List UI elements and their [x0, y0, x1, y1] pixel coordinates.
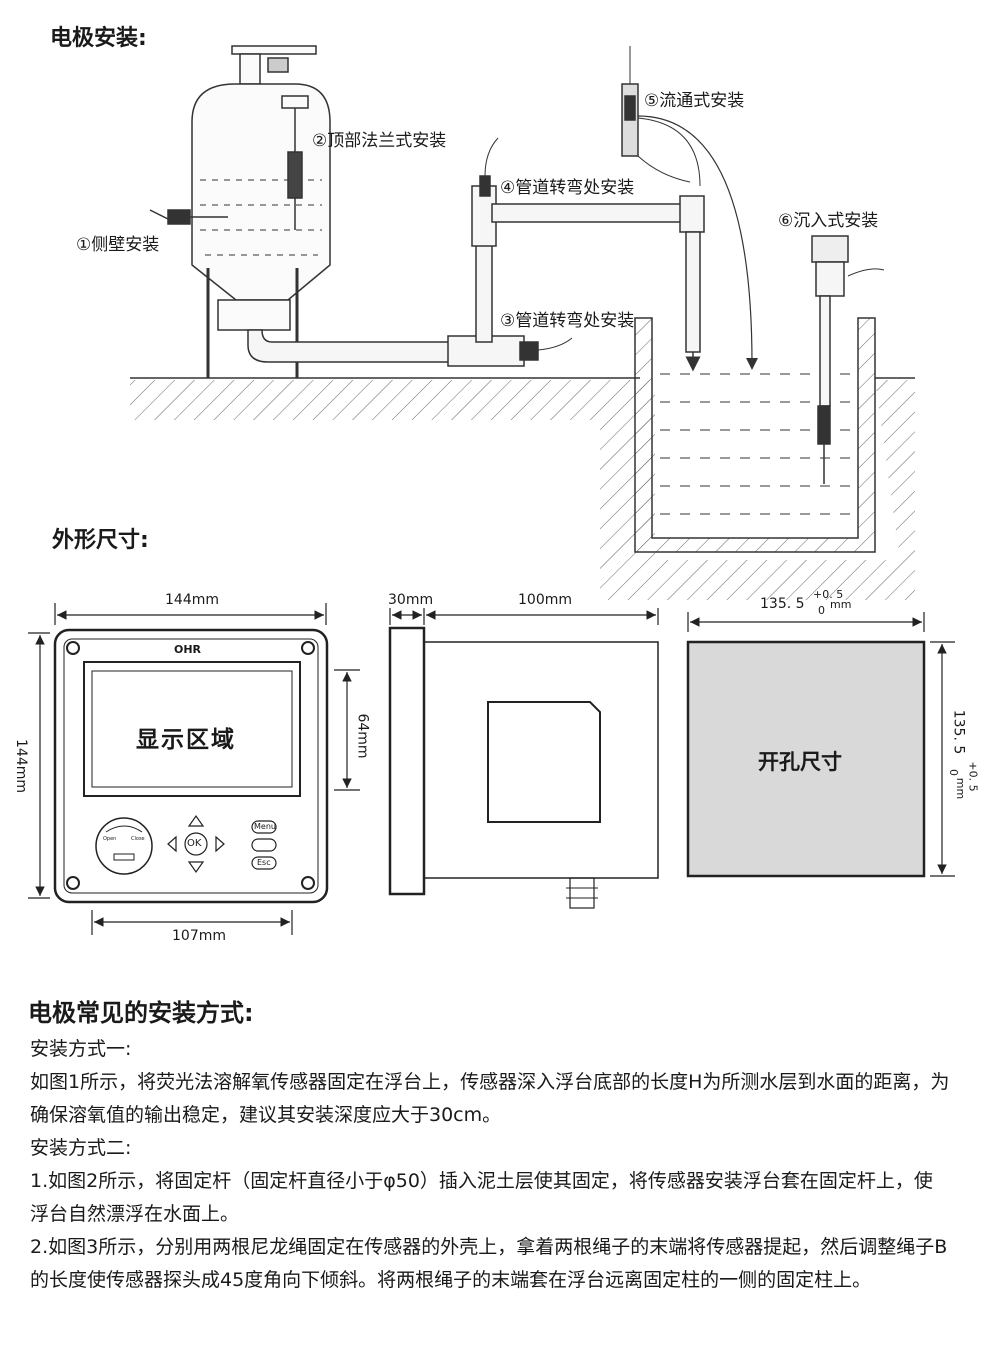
brand-logo: OHR [174, 643, 202, 656]
install-section-title: 电极安装: [50, 26, 147, 51]
method2-paragraph1: 1.如图2所示，将固定杆（固定杆直径小于φ50）插入泥土层使其固定，将传感器安装… [30, 1170, 933, 1225]
display-height-label: 64mm [354, 713, 371, 759]
cutout-height-tol-upper: +0. 5 [966, 761, 980, 792]
pipe-system [247, 46, 758, 372]
close-key-label: Close [131, 836, 145, 842]
method1-title: 安装方式一: [30, 1038, 132, 1060]
label-pipe-bend-4: ④管道转弯处安装 [500, 178, 635, 198]
methods-text-block: 安装方式一: 如图1所示，将荧光法溶解氧传感器固定在浮台上，传感器深入浮台底部的… [30, 1033, 950, 1297]
cutout-width-tol-lower: 0 [818, 604, 825, 617]
method2-paragraph2: 2.如图3所示，分别用两根尼龙绳固定在传感器的外壳上，拿着两根绳子的末端将传感器… [30, 1236, 948, 1291]
cutout-height-base: 135. 5 [950, 709, 967, 755]
methods-section-title: 电极常见的安装方式: [28, 999, 254, 1027]
cutout-width-unit: mm [830, 598, 852, 611]
vessel [149, 45, 331, 378]
label-pipe-bend-3: ③管道转弯处安装 [500, 311, 635, 331]
ok-key[interactable]: OK [187, 838, 202, 849]
cutout-rect [686, 640, 926, 878]
side-length-label: 100mm [518, 592, 572, 608]
cutout-height-tol-lower: 0 [947, 769, 960, 776]
ground [130, 377, 915, 600]
cutout-text: 开孔尺寸 [758, 749, 842, 774]
open-tank [634, 235, 885, 553]
label-flow-through: ⑤流通式安装 [644, 91, 745, 111]
method2-title: 安装方式二: [30, 1137, 132, 1159]
label-top-flange: ②顶部法兰式安装 [312, 131, 447, 151]
installation-diagram [130, 45, 915, 600]
label-submersion: ⑥沉入式安装 [778, 211, 879, 231]
cutout-width-base: 135. 5 [760, 596, 805, 612]
cutout-height-unit: mm [954, 777, 968, 800]
display-area-text: 显示区域 [136, 726, 236, 753]
front-height-label: 144mm [13, 739, 29, 793]
side-view [388, 626, 659, 909]
dimensions-section-title: 外形尺寸: [52, 528, 149, 553]
dimension-drawings [28, 603, 955, 935]
open-key-label: Open [103, 836, 117, 842]
front-width-label: 144mm [165, 592, 219, 608]
bottom-width-label: 107mm [172, 928, 226, 944]
label-side-wall: ①侧壁安装 [76, 235, 160, 255]
menu-key[interactable]: Menu [254, 822, 276, 831]
side-depth-label: 30mm [388, 592, 434, 608]
front-panel [53, 628, 329, 904]
method1-text: 如图1所示，将荧光法溶解氧传感器固定在浮台上，传感器深入浮台底部的长度H为所测水… [30, 1071, 950, 1126]
esc-key[interactable]: Esc [257, 858, 271, 867]
cutout-width-tol-upper: +0. 5 [813, 588, 844, 601]
